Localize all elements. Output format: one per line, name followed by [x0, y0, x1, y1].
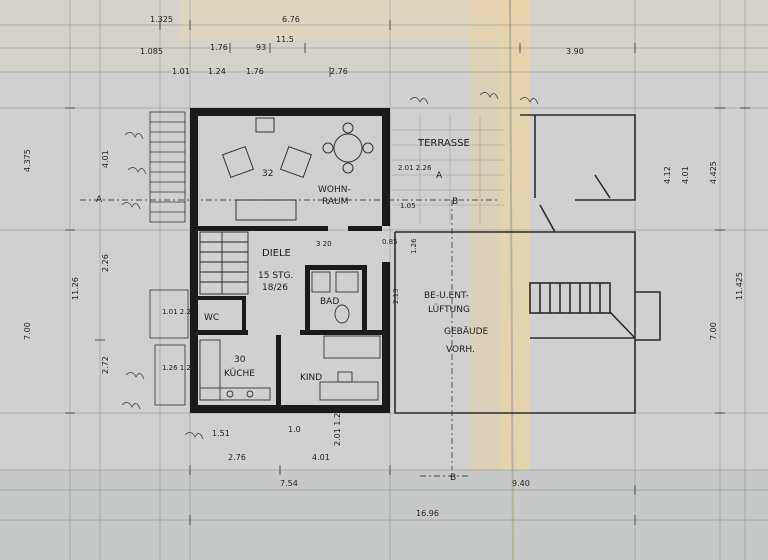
room-label-wohnraum-1: WOHN-: [318, 185, 351, 195]
dim-bot-d: 7.54: [280, 479, 298, 488]
room-label-kind: KIND: [300, 373, 322, 383]
dim-left-c: 11.26: [71, 277, 80, 300]
room-area-kuche: 30: [234, 355, 246, 365]
dim-left-b: 4.01: [101, 150, 110, 168]
dim-left-a: 4.375: [23, 149, 32, 172]
service-room-furniture: [199, 271, 381, 401]
room-label-geb-1: BE-U.ENT-: [424, 291, 469, 301]
dim-bot-e: 9.40: [512, 479, 530, 488]
stair-label-1: 15 STG.: [258, 271, 293, 281]
dim-top-2a: 1.085: [140, 47, 163, 56]
dim-top-3d: 2.76: [330, 67, 348, 76]
dimensions-bottom: 1.51 2.76 4.01 1.0 2.01 1.26 7.54 9.40 1…: [212, 408, 530, 518]
room-label-wohnraum-2: RAUM: [322, 197, 348, 207]
dim-bot-g: 2.01 1.26: [333, 408, 342, 446]
dim-left-e: 2.72: [101, 356, 110, 374]
section-mark-b-bottom: B: [450, 473, 456, 483]
dim-door-b: 1.05: [400, 202, 416, 210]
dim-top-right: 3.90: [566, 47, 584, 56]
dim-left-f: 2.26: [101, 254, 110, 272]
dim-top-2d: 11.5: [276, 35, 294, 44]
dim-bad: 2.13: [392, 288, 400, 304]
dimension-ticks: [65, 20, 750, 525]
room-label-diele: DIELE: [262, 248, 291, 259]
dim-top-2c: 93: [256, 43, 266, 52]
living-room-furniture: [221, 117, 374, 221]
dim-door-c: 0.85: [382, 238, 398, 246]
dim-bot-b: 2.76: [228, 453, 246, 462]
vegetation-scribbles: [121, 92, 539, 440]
dim-right-b: 4.01: [681, 166, 690, 184]
paper-fold: [509, 0, 514, 560]
section-mark-a-left: A: [96, 195, 103, 205]
room-area-wohnraum: 32: [262, 169, 273, 179]
room-label-geb-2: LÜFTUNG: [428, 304, 470, 315]
dim-left-d: 7.00: [23, 322, 32, 340]
dim-top-2b: 1.76: [210, 43, 228, 52]
dimensions-right: 4.12 4.01 4.425 11.425 7.00: [663, 161, 744, 340]
dim-diele: 3 20: [316, 240, 332, 248]
dim-wc: 1.01 2.26: [162, 308, 196, 316]
room-label-geb-4: VORH.: [446, 345, 475, 355]
dim-top-3c: 1.76: [246, 67, 264, 76]
dim-bot-a: 1.51: [212, 429, 230, 438]
dim-door-d: 1.26: [410, 238, 418, 254]
exterior-stairs: [149, 111, 189, 406]
dimensions-left: 4.375 4.01 11.26 7.00 2.72 2.26: [23, 149, 110, 374]
dim-top-1a: 1.325: [150, 15, 173, 24]
main-house-walls: [190, 108, 390, 413]
dim-right-e: 7.00: [709, 322, 718, 340]
room-label-terrasse: TERRASSE: [417, 138, 470, 149]
room-label-kuche: KÜCHE: [224, 368, 255, 379]
room-label-wc: WC: [204, 313, 219, 323]
dim-top-1b: 6.76: [282, 15, 300, 24]
dim-door-a: 2.01 2.26: [398, 164, 432, 172]
existing-building-outline: [394, 114, 661, 414]
section-mark-b-top: B: [452, 197, 458, 207]
dim-bot-f: 1.0: [288, 425, 301, 434]
terrace-hatching: [392, 115, 505, 225]
dim-bot-c: 4.01: [312, 453, 330, 462]
room-label-bad: BAD: [320, 297, 339, 307]
dim-bot-total: 16.96: [416, 509, 439, 518]
staircase: [199, 231, 249, 295]
dim-k: 1.26 1.26: [162, 364, 196, 372]
dim-top-3a: 1.01: [172, 67, 190, 76]
dim-right-c: 4.425: [709, 161, 718, 184]
section-mark-a-right: A: [436, 171, 443, 181]
room-label-geb-3: GEBÄUDE: [444, 326, 489, 337]
dimensions-interior: 2.01 2.26 1.05 0.85 1.26 3 20 2.13 1.01 …: [162, 164, 432, 372]
section-lines: [80, 199, 500, 477]
dim-right-a: 4.12: [663, 166, 672, 184]
dim-top-3b: 1.24: [208, 67, 226, 76]
dimensions-top: 1.325 6.76 1.085 1.76 93 11.5 1.01 1.24 …: [140, 15, 584, 76]
dim-right-d: 11.425: [735, 272, 744, 300]
stair-label-2: 18/26: [262, 283, 288, 293]
